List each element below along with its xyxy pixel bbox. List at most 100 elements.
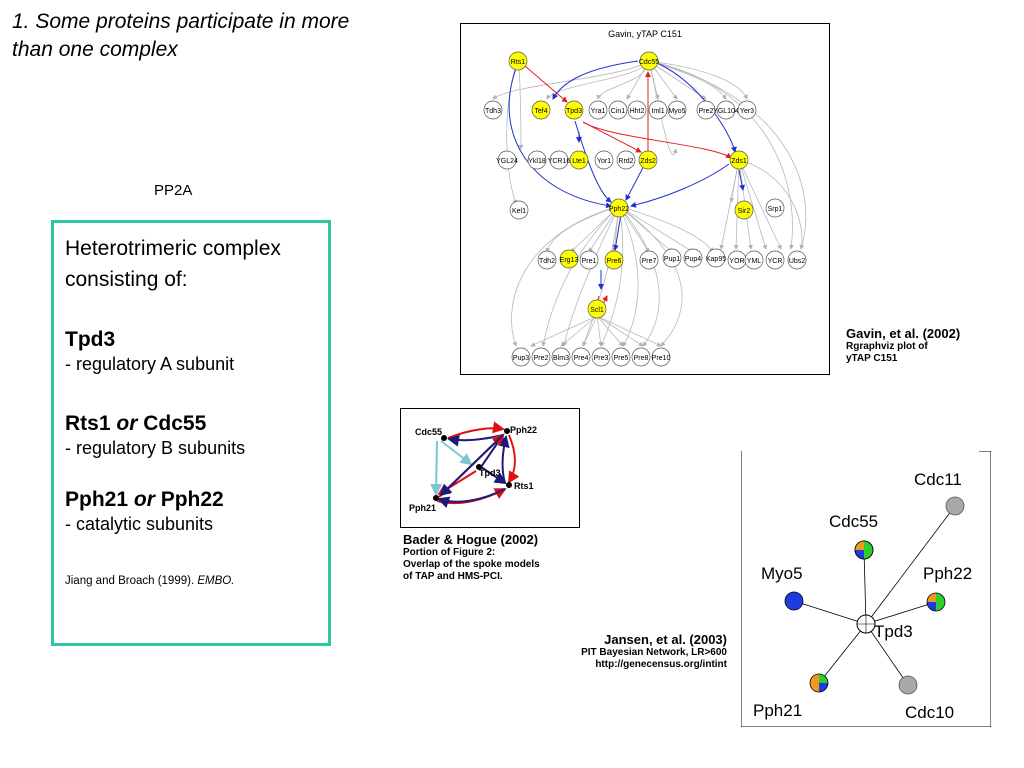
node-label: Tpd3 [479,468,501,478]
node: YOR [727,250,747,270]
citation-journal: EMBO. [197,575,235,587]
citation-authors: Jiang and Broach (1999). [65,575,195,587]
node: Pph22 [609,198,629,218]
node-label: Tdh2 [539,258,555,265]
node: Rrd2 [616,150,636,170]
node: Tef4 [531,100,551,120]
node: Pup4 [683,248,703,268]
node: Kap95 [706,248,726,268]
node: Tpd3 [564,100,584,120]
node-label: YGL24 [496,158,518,165]
node-label: Pph22 [609,206,629,213]
bader-graph: Cdc55 Pph22 Tpd3 Rts1 Pph21 [409,421,537,513]
node-label: Yor1 [597,158,611,165]
node-label: YML [747,258,762,265]
jansen-frame [740,450,992,728]
jansen-caption: Jansen, et al. (2003) PIT Bayesian Netwo… [540,632,727,671]
node-dot [433,495,439,501]
jansen-labels: Cdc11 Cdc55 Myo5 Pph22 Tpd3 Pph21 Cdc10 [749,465,985,723]
node-label: Cdc11 [914,470,962,489]
node-label: Pph21 [409,503,436,513]
node: Yer3 [737,100,757,120]
node-label: Pre5 [614,355,629,362]
node: Sir2 [734,200,754,220]
gavin-figure: Gavin, yTAP C151 [460,23,830,375]
gavin-nodes: Rts1 Cdc55 Tdh3 Tef4 Tpd3 Yra1 Cin1 Hht2… [483,51,807,367]
node: Lte1 [569,150,589,170]
protein-name: Rts1 [65,412,111,435]
node-label: Ubs2 [789,258,805,265]
label-bg [749,696,813,722]
node: Iml1 [648,100,668,120]
node-label: Srp1 [768,206,783,213]
node-pph21 [809,673,829,693]
node: Cin1 [608,100,628,120]
node-label: YGL104 [713,108,739,115]
node-dot [441,435,447,441]
role-catalytic: - catalytic subunits [65,514,214,534]
node: Pre5 [611,347,631,367]
node-label: Pre3 [594,355,609,362]
node-label: Pre1 [582,258,597,265]
node: Pre1 [579,250,599,270]
bader-caption-line1: Portion of Figure 2: [403,547,496,558]
node-label: Lte1 [572,158,586,165]
jansen-caption-line2: http://genecensus.org/intint [595,659,727,670]
node-label: Myo5 [761,564,803,583]
node-label: Pup4 [685,256,701,263]
node: Pre2 [531,347,551,367]
node-label: Cdc55 [829,512,878,531]
node: Pre3 [591,347,611,367]
node-label: Myo5 [668,108,685,115]
node-cdc11 [945,496,965,516]
node: Ykl18 [527,150,547,170]
label-bg [897,697,963,723]
node-label: Rts1 [511,59,526,66]
node: Tdh2 [537,250,557,270]
node-label: YOR [729,258,744,265]
node: Kel1 [509,200,529,220]
node: Zds2 [638,150,658,170]
node-label: Pre2 [534,355,549,362]
node: YML [744,250,764,270]
node-dot [476,464,482,470]
node-label: Cdc55 [639,59,659,66]
role-regulatory-b: - regulatory B subunits [65,438,246,458]
node: Myo5 [667,100,687,120]
gavin-plot-title: Gavin, yTAP C151 [608,29,682,39]
node-label: YCR [768,258,783,265]
gavin-red-edges [524,65,732,309]
node-label: Pre10 [652,355,671,362]
protein-name: Pph22 [160,488,224,511]
gavin-blue-edges [508,60,745,290]
node: Srp1 [765,198,785,218]
node-label: Pup3 [513,355,529,362]
node-label: Scl1 [590,307,604,314]
node-label: Zds1 [731,158,747,165]
node-label: Zds2 [640,158,656,165]
bader-caption-line3: of TAP and HMS-PCI. [403,571,503,582]
node-label: Tdh3 [485,108,501,115]
node: Pre6 [604,250,624,270]
label-bg [921,561,985,587]
jansen-caption-line1: PIT Bayesian Network, LR>600 [581,647,727,658]
node: Pre7 [639,250,659,270]
node: Hht2 [627,100,647,120]
jansen-caption-title: Jansen, et al. (2003) [604,632,727,647]
node-label: Iml1 [651,108,664,115]
node-label: Kap95 [706,256,726,263]
gavin-caption-line1: Rgraphviz plot of [846,341,928,352]
protein-name: Pph21 [65,488,129,511]
protein-pph21-pph22: Pph21 or Pph22 [65,487,318,513]
or-word: or [116,412,138,435]
node-label: Pre6 [607,258,622,265]
bader-caption: Bader & Hogue (2002) Portion of Figure 2… [403,532,603,583]
node: Pre4 [571,347,591,367]
node: Pre2 [696,100,716,120]
node-label: Tef4 [534,108,547,115]
bader-labels: Cdc55 Pph22 Tpd3 Rts1 Pph21 [409,425,537,513]
node-cdc10 [898,675,918,695]
node-label: Blm3 [553,355,569,362]
node: YCR [765,250,785,270]
node: YCR16 [548,150,570,170]
